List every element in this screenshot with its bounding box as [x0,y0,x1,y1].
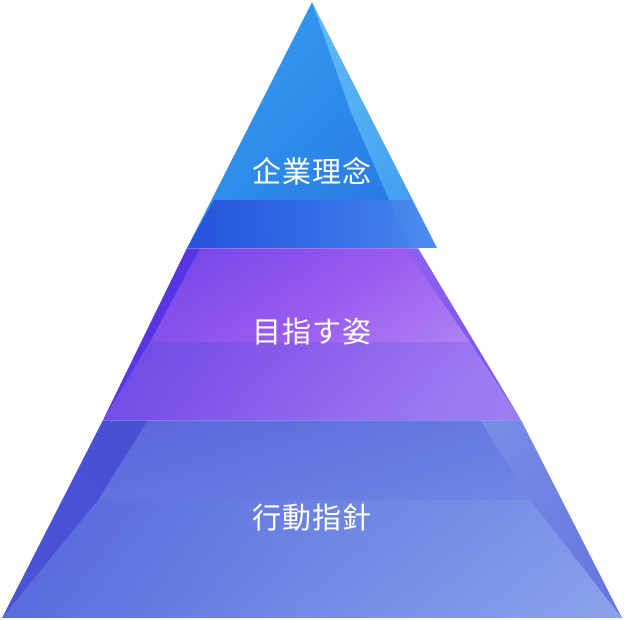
tier-top-label: 企業理念 [252,155,372,189]
tier-top-base-band [187,200,437,248]
tier-middle-left-face [103,248,200,420]
tier-bottom-base-band [2,500,622,618]
tier-bottom-right-face [480,420,622,618]
tier-bottom: 行動指針 [2,419,622,618]
tier-bottom-left-face [2,420,148,618]
tier-middle-label: 目指す姿 [252,315,372,349]
tier-middle-base-band [103,342,521,420]
tier-top-right-face [312,2,437,248]
tier-top-front-face [187,2,437,248]
tier-bottom-label: 行動指針 [252,501,372,535]
tier-middle: 目指す姿 [103,247,521,420]
tier-top: 企業理念 [187,2,437,248]
